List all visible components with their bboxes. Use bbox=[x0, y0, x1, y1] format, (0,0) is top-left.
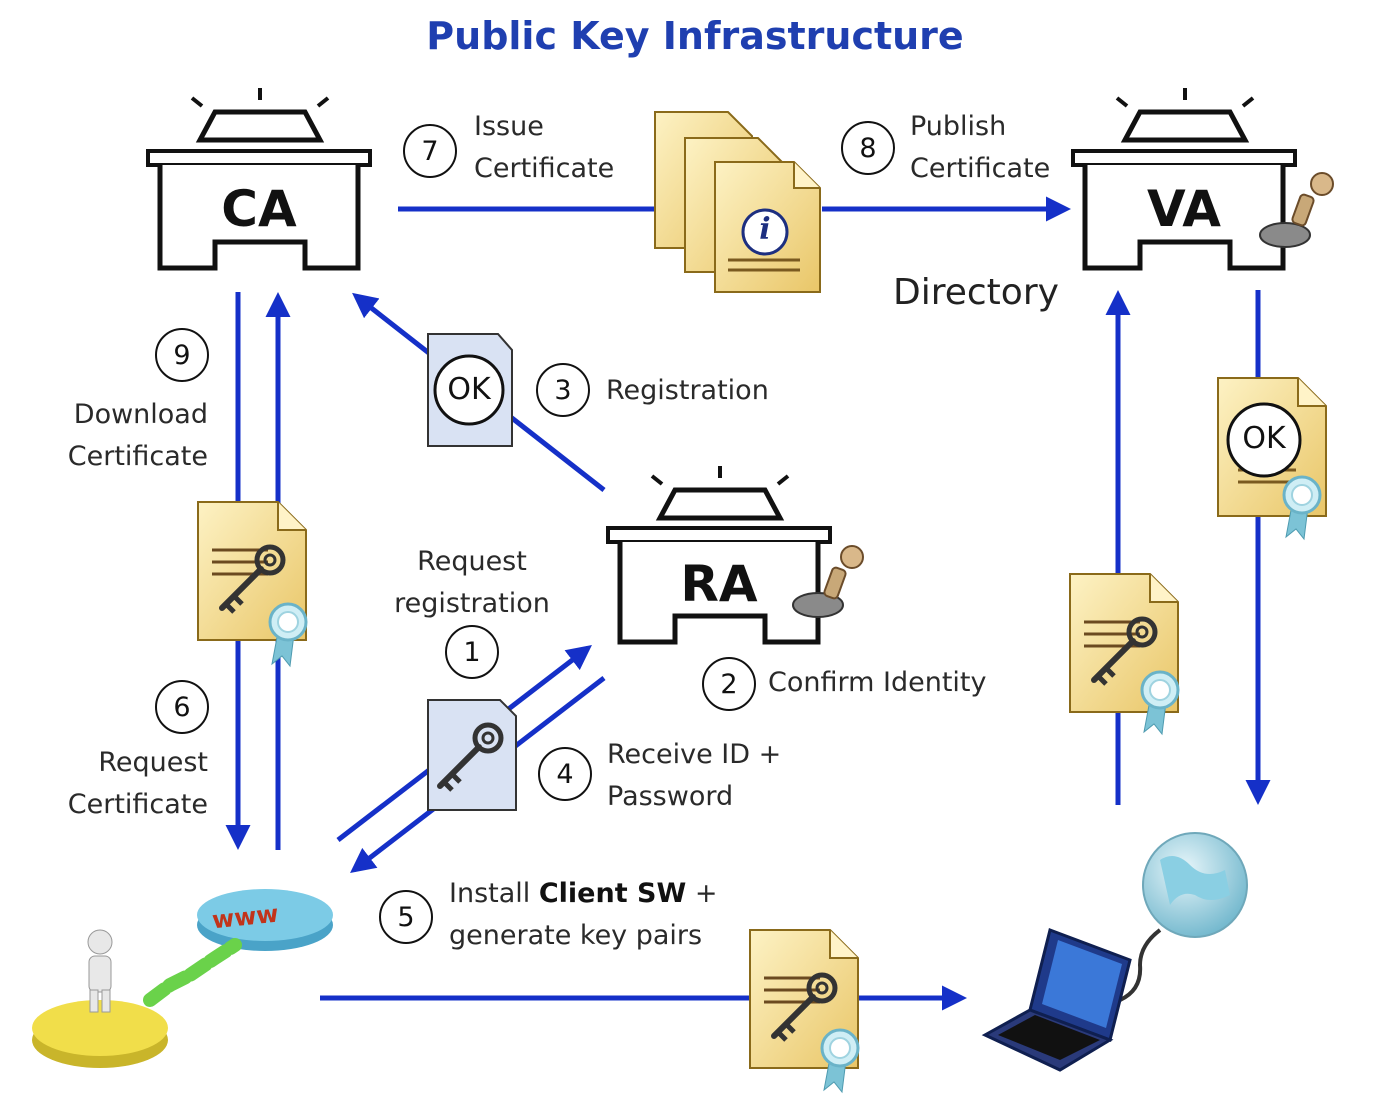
step-9-number: 9 bbox=[155, 328, 209, 382]
step-2-label: Confirm Identity bbox=[768, 667, 987, 698]
directory-label: Directory bbox=[893, 272, 1059, 313]
ra-stamp-icon bbox=[792, 545, 864, 618]
step-5-number: 5 bbox=[379, 890, 433, 944]
step-1-label: Request registration bbox=[394, 546, 550, 619]
laptop-globe-icon bbox=[981, 832, 1248, 1072]
user-www-icon bbox=[32, 889, 333, 1068]
download-key-certificate-icon bbox=[197, 501, 308, 668]
step-8-label: Publish Certificate bbox=[910, 111, 1051, 184]
step-3-number: 3 bbox=[536, 363, 590, 417]
step-6-label: Request Certificate bbox=[67, 747, 208, 820]
publish-key-certificate-icon bbox=[1069, 573, 1180, 736]
client-key-certificate-icon bbox=[749, 929, 860, 1094]
key-request-document-icon bbox=[427, 699, 517, 811]
ca-building bbox=[146, 88, 372, 271]
ca-label: CA bbox=[221, 180, 297, 238]
step-6-number: 6 bbox=[155, 680, 209, 734]
ra-building bbox=[606, 466, 832, 645]
ok-certificate-icon bbox=[1217, 377, 1327, 541]
step-5-label: Install Client SW + generate key pairs bbox=[449, 878, 718, 951]
step-7-number: 7 bbox=[403, 124, 457, 178]
diagram-title: Public Key Infrastructure bbox=[426, 14, 964, 58]
info-icon-label: i bbox=[759, 212, 771, 247]
step-8-number: 8 bbox=[841, 121, 895, 175]
ok-doc-label: OK bbox=[447, 372, 491, 407]
ok-document-icon bbox=[427, 333, 513, 447]
step-4-number: 4 bbox=[538, 747, 592, 801]
step-7-label: Issue Certificate bbox=[474, 111, 615, 184]
ra-label: RA bbox=[680, 555, 758, 613]
va-building bbox=[1071, 88, 1297, 271]
va-stamp-icon bbox=[1259, 172, 1334, 248]
va-label: VA bbox=[1147, 180, 1221, 238]
step-3-label: Registration bbox=[606, 375, 769, 406]
step-1-number: 1 bbox=[445, 625, 499, 679]
step-9-label: Download Certificate bbox=[67, 399, 208, 472]
step-4-label: Receive ID + Password bbox=[607, 739, 782, 812]
www-label: www bbox=[210, 899, 280, 935]
step-2-number: 2 bbox=[702, 657, 756, 711]
ok-cert-label: OK bbox=[1242, 421, 1286, 456]
issued-certificates-icon bbox=[654, 111, 821, 293]
